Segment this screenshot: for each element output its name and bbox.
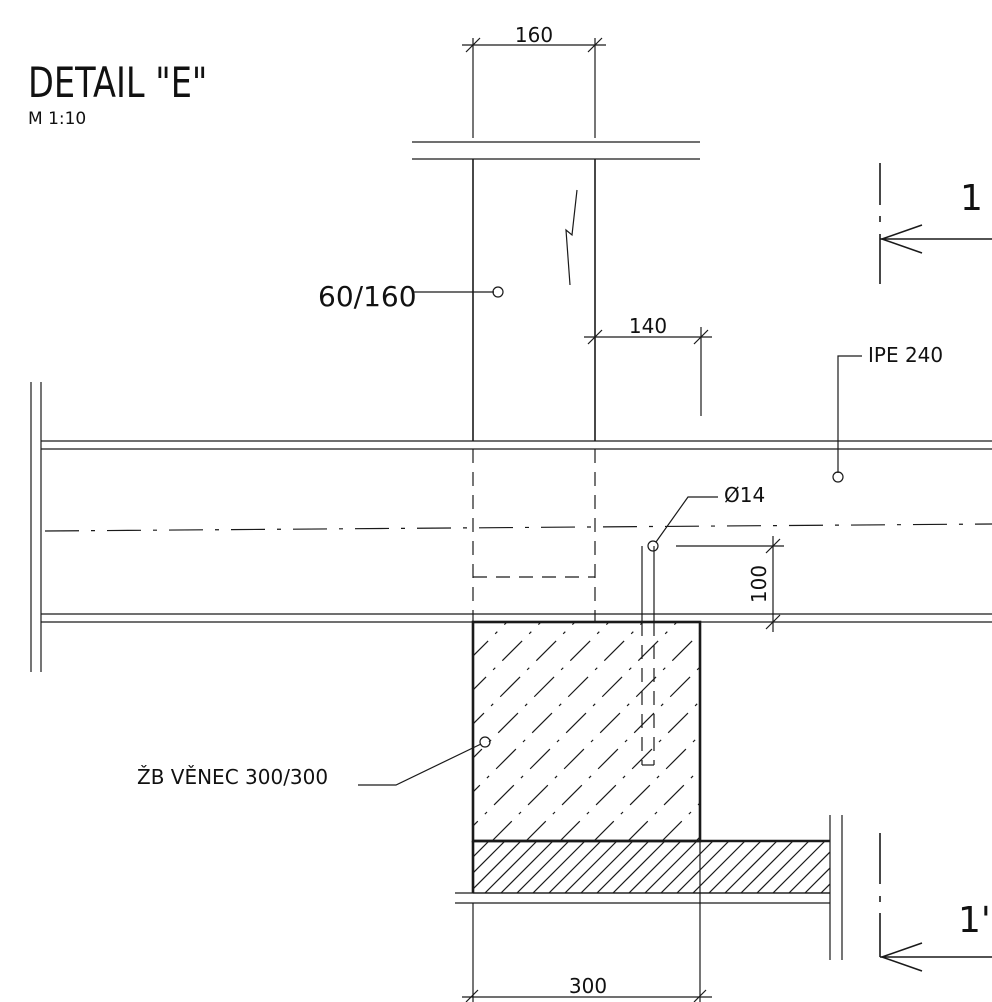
dimension-offset: 140 bbox=[584, 314, 712, 416]
hatch-line bbox=[491, 632, 700, 841]
hatch-line bbox=[473, 841, 474, 842]
hatch-line bbox=[473, 622, 542, 691]
hatch-line bbox=[695, 836, 700, 841]
hatch-line bbox=[516, 841, 570, 893]
beam-label: IPE 240 bbox=[832, 343, 943, 483]
ring-beam-label: ŽB VĚNEC 300/300 bbox=[137, 736, 491, 789]
hatch-line bbox=[564, 841, 618, 893]
timber-label: 60/160 bbox=[318, 280, 504, 313]
hatch-line bbox=[820, 883, 830, 893]
section-mark-upper: 1 bbox=[879, 163, 992, 284]
hatch-line bbox=[628, 841, 682, 893]
hatch-line bbox=[473, 622, 610, 759]
hatch-line bbox=[532, 841, 586, 893]
hatch-line bbox=[548, 841, 602, 893]
top-plate bbox=[412, 141, 700, 160]
hatch-line bbox=[853, 841, 905, 893]
hatch-line bbox=[764, 622, 983, 841]
concrete-ring-beam bbox=[471, 620, 992, 843]
ring-beam-label-text: ŽB VĚNEC 300/300 bbox=[137, 765, 328, 789]
detail-title: DETAIL "E" bbox=[28, 58, 207, 107]
rod-label-text: Ø14 bbox=[724, 483, 765, 507]
ipe-beam bbox=[41, 440, 992, 623]
hatch-line bbox=[559, 700, 700, 841]
dimension-top-width: 160 bbox=[462, 23, 606, 138]
left-wall bbox=[30, 382, 42, 672]
hatch-line bbox=[740, 841, 794, 893]
hatch-line bbox=[473, 622, 576, 725]
hatch-line bbox=[832, 622, 992, 841]
hatch-line bbox=[473, 841, 522, 890]
hatch-line bbox=[596, 841, 650, 893]
beam-label-text: IPE 240 bbox=[868, 343, 943, 367]
hatch-line bbox=[473, 622, 644, 793]
hatch-line bbox=[484, 841, 538, 893]
hatch-line bbox=[473, 622, 678, 827]
hatch-line bbox=[869, 841, 921, 893]
hatch-line bbox=[708, 841, 762, 893]
hatch-line bbox=[473, 622, 474, 623]
hatch-line bbox=[473, 841, 506, 874]
timber-post bbox=[472, 159, 596, 622]
hatch-line bbox=[627, 768, 700, 841]
lower-slab bbox=[455, 815, 921, 960]
hatch-line bbox=[661, 802, 700, 841]
section-mark-upper-text: 1 bbox=[960, 178, 983, 219]
hatch-line bbox=[788, 851, 830, 893]
section-mark-lower-text: 1' bbox=[958, 900, 991, 941]
hatch-line bbox=[900, 622, 992, 841]
hatch-line bbox=[612, 841, 666, 893]
hatch-line bbox=[837, 841, 889, 893]
hatch-line bbox=[660, 841, 714, 893]
hatch-line bbox=[804, 867, 830, 893]
hatch-line bbox=[730, 622, 949, 841]
dimension-bottom-width: 300 bbox=[462, 841, 712, 1002]
dimension-height: 100 bbox=[676, 536, 784, 632]
hatch-line bbox=[500, 841, 554, 893]
dim-100-text: 100 bbox=[747, 565, 771, 603]
hatch-line bbox=[593, 734, 700, 841]
hatch-line bbox=[798, 622, 992, 841]
dim-300-text: 300 bbox=[569, 974, 607, 998]
hatch-line bbox=[580, 841, 634, 893]
hatch-line bbox=[756, 841, 810, 893]
section-mark-lower: 1' bbox=[879, 833, 992, 972]
hatch-line bbox=[676, 841, 730, 893]
timber-label-text: 60/160 bbox=[318, 280, 417, 313]
scale-label: M 1:10 bbox=[28, 109, 86, 129]
hatch-line bbox=[772, 841, 826, 893]
dim-160-text: 160 bbox=[515, 23, 553, 47]
hatch-line bbox=[724, 841, 778, 893]
hatch-line bbox=[473, 841, 490, 858]
hatch-line bbox=[644, 841, 698, 893]
dim-140-text: 140 bbox=[629, 314, 667, 338]
hatch-line bbox=[692, 841, 746, 893]
hatch-line bbox=[866, 622, 992, 841]
hatch-line bbox=[525, 666, 700, 841]
